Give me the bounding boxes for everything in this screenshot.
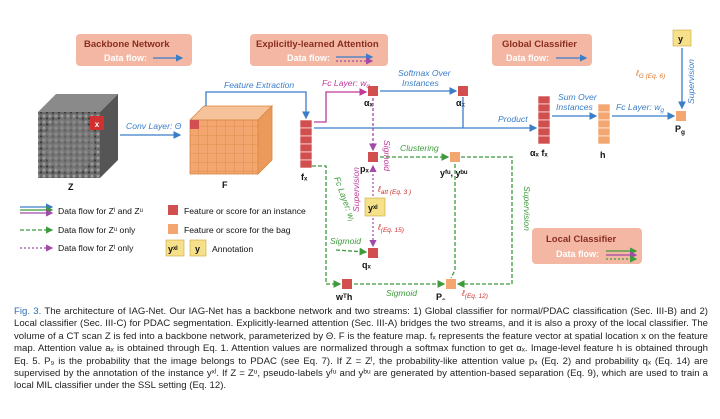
sigmoid-bottom-label: Sigmoid <box>386 288 417 298</box>
label-pg: Pg <box>675 124 685 136</box>
softmax-label-2: Instances <box>402 78 439 88</box>
feature-extraction-arrow <box>205 91 310 120</box>
architecture-diagram: Backbone Network Data flow: Explicitly-l… <box>20 29 696 300</box>
attention-header-flow: Data flow: <box>287 53 330 63</box>
ct-volume: x <box>38 94 118 178</box>
sigmoid-left-arrow <box>335 247 368 256</box>
sigmoid-left-label: Sigmoid <box>330 236 361 246</box>
wth-cell <box>342 279 352 289</box>
legend-annot-y2: y <box>195 244 200 254</box>
sum-label: Sum Over <box>558 92 598 102</box>
conv-label: Conv Layer: Θ <box>126 121 182 131</box>
y-annotation <box>672 29 692 47</box>
clustering-label: Clustering <box>400 143 439 153</box>
l15-label: ℓ(Eq. 15) <box>377 222 404 234</box>
backbone-header-title: Backbone Network <box>84 39 170 50</box>
feature-cell-x <box>190 120 199 129</box>
sigmoid-vertical-label: Sigmoid <box>382 140 392 171</box>
yx-annotation <box>364 197 386 217</box>
product-label: Product <box>498 114 528 124</box>
legend-instance: Feature or score for an instance <box>184 206 306 216</box>
local-header-flow: Data flow: <box>556 249 599 259</box>
fc-w-alpha-label: Fc Layer: wα <box>322 78 370 90</box>
h-vector <box>597 103 611 145</box>
label-wth: wᵀh <box>335 292 352 300</box>
ct-patch-marker <box>90 116 104 130</box>
global-header-title: Global Classifier <box>502 39 577 50</box>
supervision-right-arrow <box>456 156 513 288</box>
px-cell <box>368 152 378 162</box>
backbone-header: Backbone Network Data flow: <box>76 34 192 66</box>
fc-wl-arrow <box>312 165 342 288</box>
fc-w-alpha-arrow <box>314 88 368 123</box>
pg-cell <box>676 111 686 121</box>
softmax-label: Softmax Over <box>398 68 452 78</box>
supervision-right-label: Supervision <box>522 186 532 231</box>
qx-cell <box>368 248 378 258</box>
sum-label-2: Instances <box>556 102 593 112</box>
svg-text:x: x <box>95 120 100 129</box>
alpha-x-cell <box>368 86 378 96</box>
backbone-header-flow: Data flow: <box>104 53 147 63</box>
legend-annotation: Annotation <box>212 244 253 254</box>
label-z: Z <box>68 182 74 192</box>
fx-vector <box>299 119 313 169</box>
pc-cell <box>446 279 456 289</box>
lc-label: ℓ(Eq. 12) <box>461 288 488 300</box>
feature-map <box>189 105 273 175</box>
label-y: y <box>678 34 683 44</box>
legend-annot-y1: yˣˡ <box>168 244 178 254</box>
label-alpha-x: αₓ <box>364 98 374 108</box>
label-pc: Pc <box>436 292 446 300</box>
label-f: F <box>222 180 228 190</box>
label-yx-box: yˣˡ <box>368 203 378 213</box>
label-px: pₓ <box>360 164 369 174</box>
attention-header: Explicitly-learned Attention Data flow: <box>250 34 388 66</box>
supervision-mid-label: Supervision <box>351 167 361 212</box>
caption-text: The architecture of IAG-Net. Our IAG-Net… <box>14 306 708 392</box>
lg-label: ℓG (Eq. 6) <box>635 68 665 80</box>
legend-flow-both: Data flow for Zˡ and Zᵘ <box>58 206 143 216</box>
figure-caption: Fig. 3. The architecture of IAG-Net. Our… <box>14 306 708 393</box>
caption-fig-label: Fig. 3. <box>14 306 42 317</box>
label-alpha-x-right: αₓ <box>456 98 466 108</box>
pseudo-label-cell <box>450 152 460 162</box>
local-header: Local Classifier Data flow: <box>532 228 642 264</box>
supervision-top-label: Supervision <box>686 59 696 104</box>
label-fx: fₓ <box>301 172 308 182</box>
attention-header-title: Explicitly-learned Attention <box>256 39 379 50</box>
legend-flow-u: Data flow for Zᵘ only <box>58 225 136 235</box>
global-header: Global Classifier Data flow: <box>492 34 592 66</box>
alpha-fx-vector <box>537 95 551 145</box>
label-alpha-fx: αₓ fₓ <box>530 148 548 158</box>
local-header-title: Local Classifier <box>546 234 617 245</box>
legend: Data flow for Zˡ and Zᵘ Data flow for Zᵘ… <box>20 203 306 257</box>
legend-bag: Feature or score for the bag <box>184 225 291 235</box>
global-header-flow: Data flow: <box>506 53 549 63</box>
label-qx: qₓ <box>362 260 371 270</box>
label-h: h <box>600 150 606 160</box>
pseudo-to-pc-line <box>450 164 456 279</box>
latt-label: ℓatt (Eq. 3 ) <box>377 184 411 196</box>
legend-flow-l: Data flow for Zˡ only <box>58 243 134 253</box>
alpha-x-right-cell <box>458 86 468 96</box>
label-yf-yb: yᶠᵘ, yᵇᵘ <box>440 168 468 178</box>
fc-wg-label: Fc Layer: wg <box>616 102 664 114</box>
feature-extraction-label: Feature Extraction <box>224 80 294 90</box>
